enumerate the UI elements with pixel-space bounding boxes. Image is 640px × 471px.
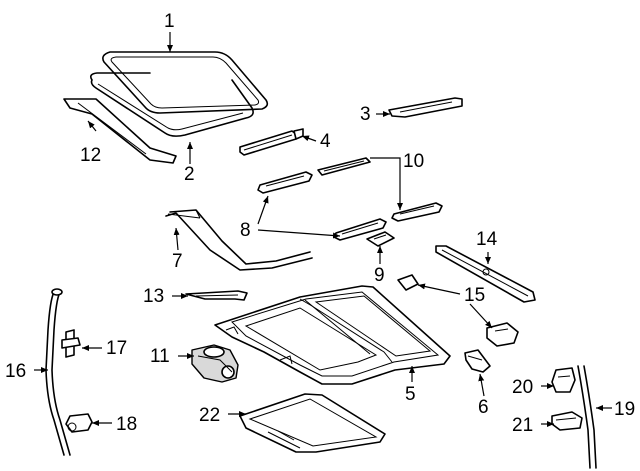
- hose-clip-lower: [551, 411, 583, 431]
- callout-8: 8: [240, 220, 251, 241]
- drain-bracket: [464, 349, 491, 373]
- callout-14: 14: [476, 229, 498, 250]
- callout-20: 20: [512, 377, 533, 398]
- callout-6: 6: [478, 397, 489, 418]
- hose-connector: [65, 413, 93, 433]
- callout-4: 4: [320, 131, 331, 152]
- callout-19: 19: [614, 399, 635, 420]
- callout-17: 17: [106, 338, 127, 359]
- drain-hose-left: [45, 288, 71, 456]
- callout-1: 1: [164, 11, 175, 32]
- callout-15: 15: [464, 285, 485, 306]
- deflector-arm: [185, 290, 248, 301]
- callout-13: 13: [143, 286, 164, 307]
- drain-hose-right: [577, 365, 597, 469]
- callout-18: 18: [116, 414, 137, 435]
- callout-11: 11: [150, 346, 170, 367]
- callout-numbers: 1 2 3 4 5 6 7 8 9 10 11 12 13 14 15 16 1…: [5, 11, 635, 436]
- callout-5: 5: [405, 384, 416, 405]
- glass-seal: [90, 72, 254, 137]
- callout-16: 16: [5, 361, 26, 382]
- callout-12: 12: [80, 145, 101, 166]
- brackets: [397, 274, 519, 347]
- wind-deflector: [63, 98, 177, 164]
- callout-7: 7: [172, 251, 183, 272]
- callout-3: 3: [360, 104, 371, 125]
- callout-9: 9: [374, 265, 385, 286]
- sunshade: [239, 393, 386, 453]
- callout-10: 10: [403, 151, 424, 172]
- sunroof-frame: [214, 285, 451, 385]
- callout-21: 21: [512, 415, 533, 436]
- hose-clip-upper: [551, 367, 576, 393]
- drain-seal: [165, 209, 313, 271]
- leader-lines: [34, 32, 612, 427]
- rear-rail: [435, 245, 536, 303]
- hose-clamp: [61, 329, 81, 358]
- rear-bracket: [388, 97, 463, 118]
- clip: [366, 231, 395, 247]
- glass-panel: [102, 51, 269, 114]
- callout-22: 22: [199, 405, 220, 426]
- slide-rail: [239, 128, 304, 156]
- sunroof-motor: [191, 344, 239, 383]
- callout-2: 2: [184, 164, 195, 185]
